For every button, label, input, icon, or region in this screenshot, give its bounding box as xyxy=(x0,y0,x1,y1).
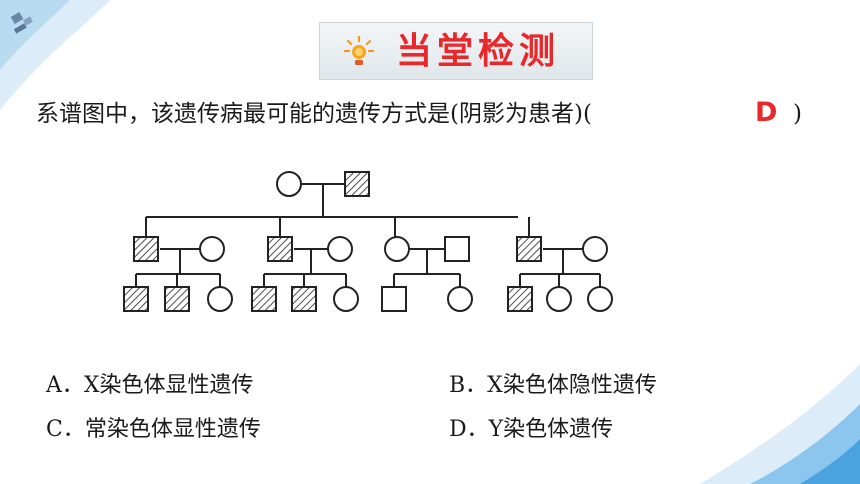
pedigree-diagram xyxy=(123,171,613,312)
pedigree-female xyxy=(276,171,302,197)
option-d[interactable]: D．Y染色体遗传 xyxy=(449,416,613,444)
pedigree-affected-male xyxy=(123,286,149,312)
pedigree-female xyxy=(199,236,225,262)
corner-decoration-bottom-right xyxy=(700,364,860,484)
pedigree-female xyxy=(207,286,233,312)
option-text: Y染色体遗传 xyxy=(488,417,614,442)
pedigree-affected-male xyxy=(507,286,533,312)
option-a[interactable]: A．X染色体显性遗传 xyxy=(46,372,254,400)
answer-letter: D xyxy=(755,97,778,128)
corner-decoration-top-left xyxy=(0,0,110,110)
pedigree-affected-male xyxy=(164,286,190,312)
pedigree-female xyxy=(333,286,359,312)
lightbulb-icon xyxy=(344,36,374,65)
pedigree-affected-male xyxy=(291,286,317,312)
pedigree-female xyxy=(327,236,353,262)
option-letter: C． xyxy=(46,417,85,442)
pedigree-female xyxy=(587,286,613,312)
option-b[interactable]: B．X染色体隐性遗传 xyxy=(449,372,657,400)
pedigree-female xyxy=(582,236,608,262)
question-close-paren: ) xyxy=(793,101,802,127)
section-banner: 当堂检测 xyxy=(319,22,593,80)
pedigree-affected-male xyxy=(267,236,293,262)
option-text: 常染色体显性遗传 xyxy=(84,417,261,442)
pedigree-affected-male xyxy=(516,236,542,262)
option-letter: B． xyxy=(449,373,488,398)
option-c[interactable]: C．常染色体显性遗传 xyxy=(46,416,261,444)
pedigree-affected-male xyxy=(251,286,277,312)
option-text: X染色体隐性遗传 xyxy=(487,373,657,398)
satellite-icon xyxy=(10,12,33,34)
option-letter: A． xyxy=(46,373,84,398)
pedigree-affected-male xyxy=(344,171,370,197)
pedigree-affected-male xyxy=(133,236,159,262)
pedigree-male xyxy=(381,286,407,312)
option-text: X染色体显性遗传 xyxy=(83,373,254,398)
question-text: 系谱图中，该遗传病最可能的遗传方式是(阴影为患者)( xyxy=(36,101,592,127)
pedigree-female xyxy=(384,236,410,262)
pedigree-female xyxy=(546,286,572,312)
option-letter: D． xyxy=(449,417,489,442)
pedigree-male xyxy=(444,236,470,262)
banner-title: 当堂检测 xyxy=(396,31,561,72)
pedigree-female xyxy=(447,286,473,312)
